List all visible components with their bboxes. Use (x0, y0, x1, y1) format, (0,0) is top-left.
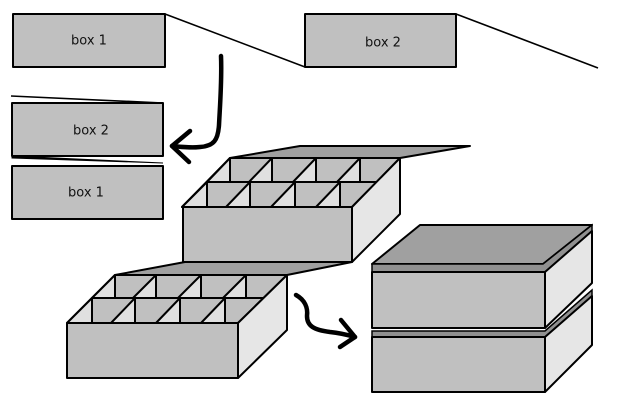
stacked-boxes (371, 223, 593, 393)
step2-top-flap (10, 95, 164, 104)
stack-upper-front (371, 271, 546, 329)
step1-connector-1 (164, 13, 306, 68)
step1-panel-box2-label: box 2 (365, 36, 401, 51)
step2-folded-stack: box 2 box 1 (10, 95, 164, 220)
fold-arrow (169, 53, 224, 165)
step1-flat-strip: box 1 box 2 (12, 13, 599, 69)
stack-lower-front (371, 336, 546, 393)
step2-fold-wedge (11, 155, 164, 164)
lower-box-front (66, 322, 239, 379)
upper-box-front (182, 206, 353, 263)
step2-panel-box2 (11, 102, 164, 157)
step1-panel-box2 (304, 13, 457, 68)
step1-panel-box1 (12, 13, 166, 68)
step1-panel-box1-label: box 1 (71, 34, 107, 49)
step1-connector-2 (455, 13, 599, 69)
assemble-arrow (293, 292, 358, 350)
lower-box-dividers (66, 274, 263, 324)
lower-open-box (66, 261, 353, 379)
step2-panel-box2-label: box 2 (73, 124, 109, 139)
upper-box-lid-flap (229, 145, 471, 159)
lower-box-lid-flap (114, 261, 353, 276)
step2-panel-box1 (11, 165, 164, 220)
upper-box-dividers (181, 157, 376, 208)
step2-panel-box1-label: box 1 (68, 186, 104, 201)
upper-open-box (181, 145, 471, 263)
